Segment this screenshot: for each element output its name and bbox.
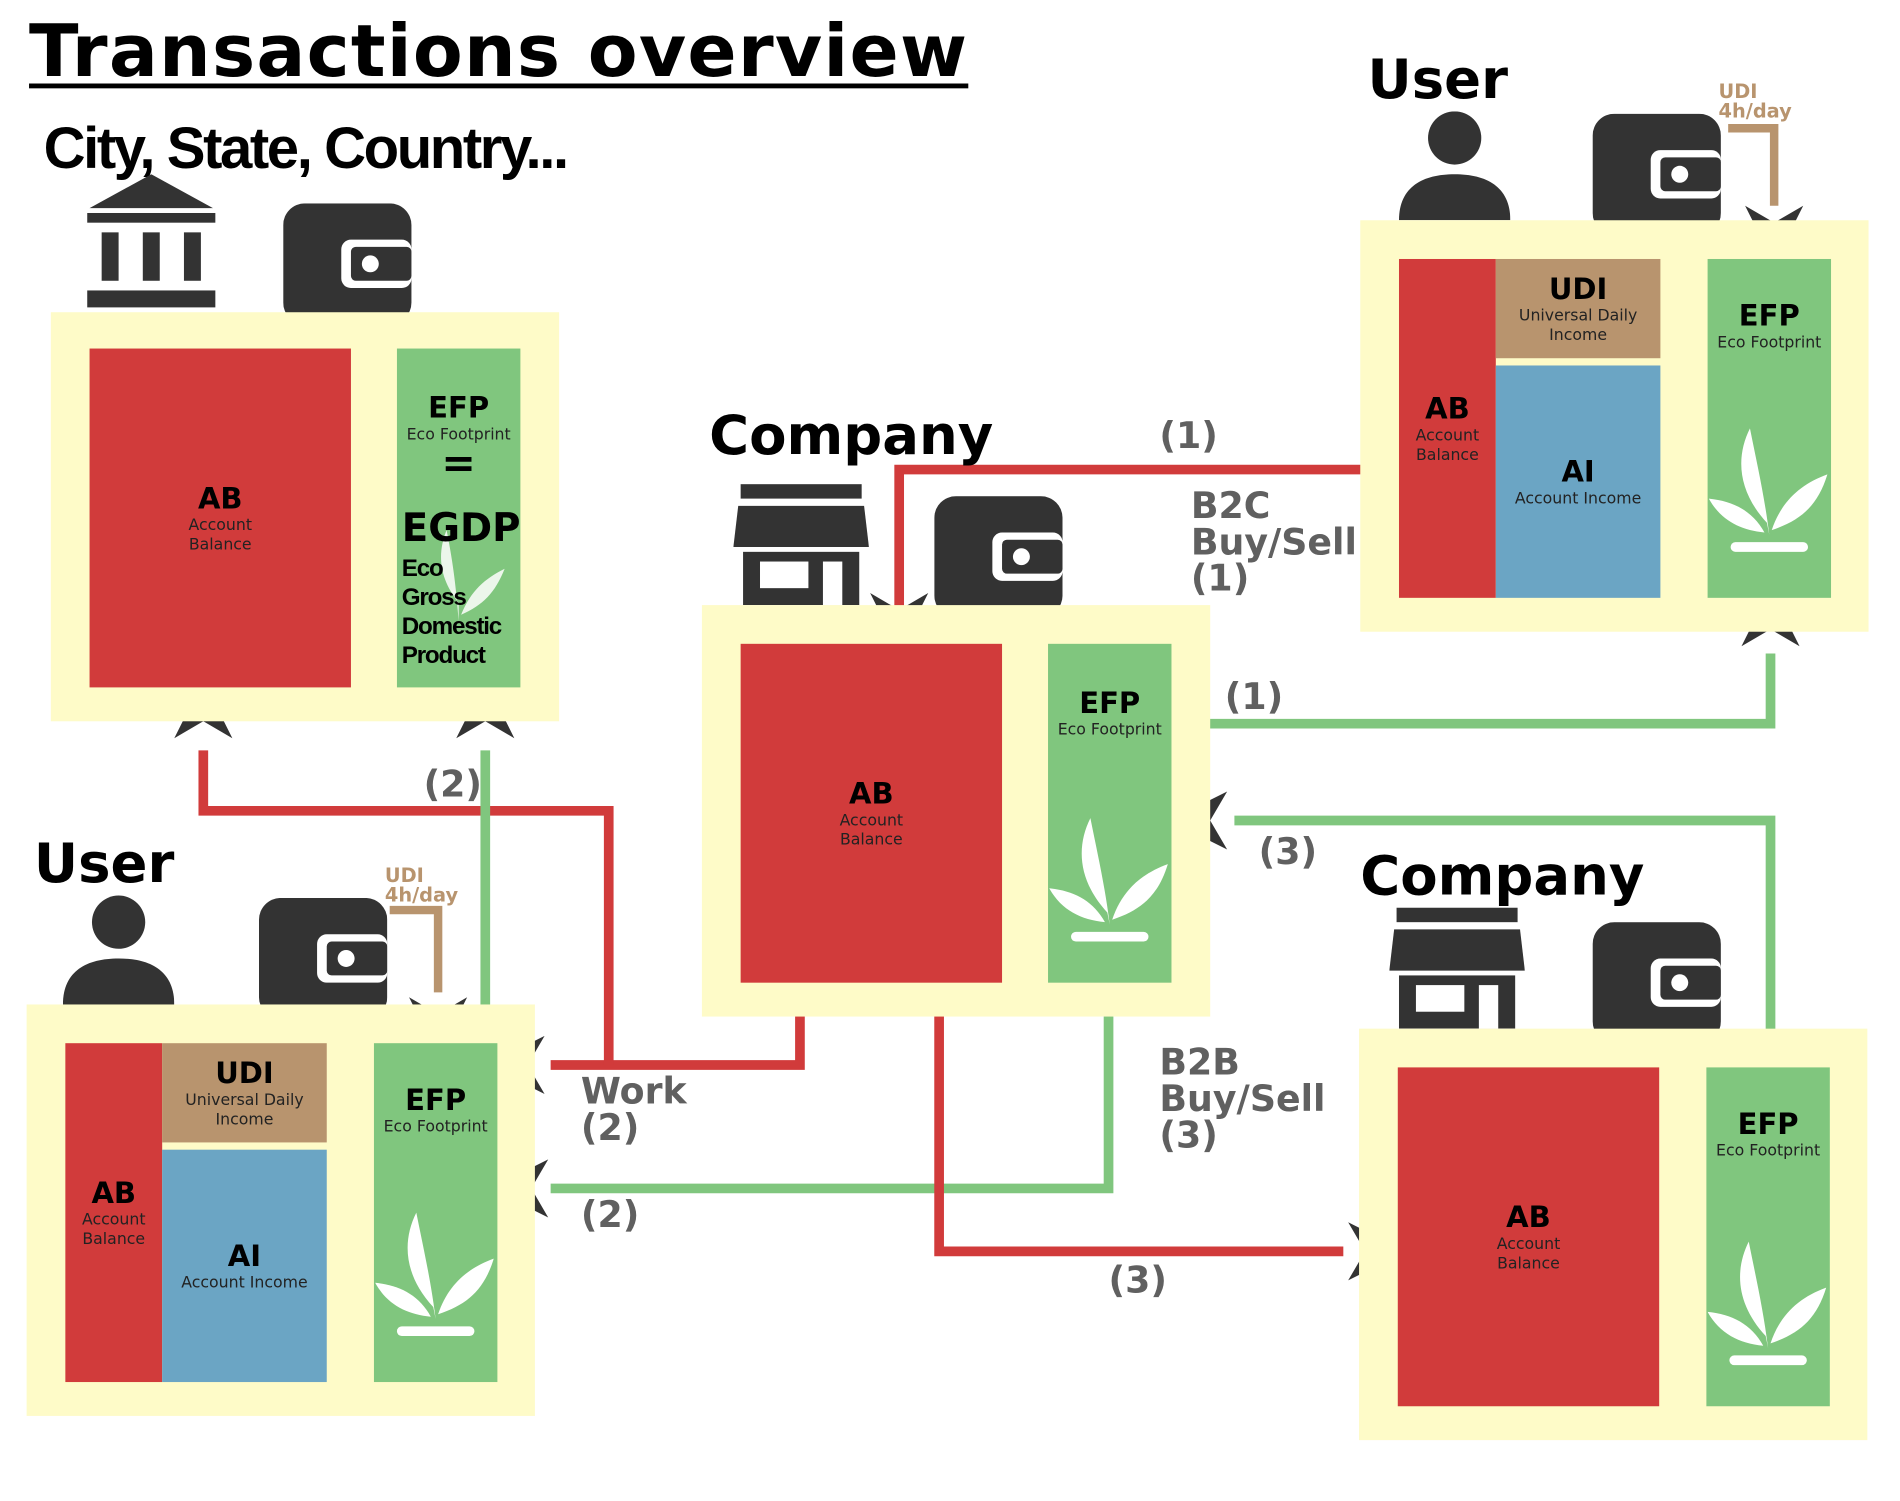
- ai-sublabel: Account Income: [181, 1274, 308, 1293]
- plant-icon: [1049, 818, 1168, 942]
- flow-label-b2b-efp: (3): [1258, 831, 1318, 874]
- person-icon: [1398, 111, 1511, 225]
- user-bottom-efp-box: EFP Eco Footprint: [373, 1043, 498, 1383]
- efp-label: EFP: [1079, 686, 1141, 721]
- government-heading: City, State, Country...: [43, 117, 570, 182]
- ai-sublabel: Account Income: [1514, 490, 1642, 509]
- egdp-expansion: Eco Gross Domestic Product: [401, 554, 502, 670]
- wallet-icon: [258, 897, 388, 1024]
- udi-sublabel: Universal Daily Income: [185, 1091, 304, 1130]
- government-efp-box: EFP Eco Footprint = EGDP Eco Gross Domes…: [396, 348, 521, 688]
- efp-to-user-line: [1171, 653, 1776, 729]
- user-top-efp-box: EFP Eco Footprint: [1707, 258, 1832, 598]
- bank-icon: [87, 174, 216, 317]
- user-top-udi-box: UDI Universal Daily Income: [1495, 258, 1661, 359]
- company-center-efp-box: EFP Eco Footprint: [1048, 643, 1172, 983]
- plant-icon: [1708, 428, 1828, 552]
- egdp-word: Product: [401, 642, 486, 670]
- efp-to-worker-line: [550, 982, 1114, 1194]
- efp-label: EFP: [1738, 298, 1800, 333]
- egdp-word: Eco: [401, 555, 444, 583]
- ab-label: AB: [1425, 392, 1470, 426]
- store-icon: [1389, 907, 1525, 1034]
- plant-icon: [1707, 1241, 1827, 1366]
- flow-label-b2c: B2C Buy/Sell (1): [1190, 485, 1357, 601]
- efp-sublabel: Eco Footprint: [383, 1118, 488, 1137]
- efp-sublabel: Eco Footprint: [1057, 721, 1162, 740]
- ai-label: AI: [1561, 455, 1595, 489]
- company-center-heading: Company: [709, 402, 994, 468]
- efp-sublabel: Eco Footprint: [1717, 334, 1822, 353]
- store-icon: [733, 484, 869, 610]
- udi-label: UDI: [1548, 272, 1608, 307]
- plant-icon: [441, 530, 505, 621]
- efp-label: EFP: [1737, 1107, 1799, 1142]
- ai-label: AI: [227, 1239, 262, 1274]
- ab-sublabel: Account Balance: [1415, 427, 1480, 465]
- b2b-efp-line: [1234, 815, 1776, 1068]
- company-right-efp-box: EFP Eco Footprint: [1706, 1067, 1830, 1407]
- equals-sign: =: [441, 439, 476, 488]
- flow-label-efp-to-user: (1): [1224, 676, 1284, 719]
- udi-sublabel: Universal Daily Income: [1518, 307, 1638, 345]
- wallet-icon: [283, 203, 412, 329]
- user-top-ab-box: AB Account Balance: [1398, 258, 1496, 598]
- user-bottom-ab-box: AB Account Balance: [65, 1043, 163, 1383]
- flow-label-b2c-step: (1): [1159, 415, 1218, 458]
- user-top-ai-box: AI Account Income: [1495, 365, 1661, 598]
- user-bottom-heading: User: [33, 831, 175, 896]
- user-bottom-udi-box: UDI Universal Daily Income: [162, 1043, 327, 1143]
- efp-label: EFP: [428, 390, 490, 425]
- ab-label: AB: [1506, 1200, 1551, 1235]
- egdp-label: EGDP: [401, 504, 521, 551]
- flow-label-b2b: B2B Buy/Sell (3): [1159, 1041, 1326, 1157]
- ab-sublabel: Account Balance: [1496, 1235, 1561, 1274]
- flow-label-b2b-money: (3): [1108, 1259, 1167, 1303]
- ab-sublabel: Account Balance: [81, 1211, 146, 1249]
- user-top-heading: User: [1367, 47, 1508, 112]
- wallet-icon: [934, 496, 1063, 622]
- flow-label-gov-step: (2): [423, 763, 483, 806]
- plant-icon: [375, 1212, 494, 1337]
- ab-label: AB: [91, 1176, 137, 1211]
- ab-label: AB: [849, 776, 894, 811]
- udi-inflow-note: UDI 4h/day: [384, 864, 459, 907]
- efp-label: EFP: [405, 1083, 467, 1118]
- b2c-money-line: [894, 464, 1402, 630]
- person-icon: [62, 895, 175, 1010]
- wallet-icon: [1592, 113, 1721, 240]
- ab-sublabel: Account Balance: [839, 812, 904, 850]
- efp-sublabel: Eco Footprint: [406, 425, 511, 445]
- egdp-word: Gross: [401, 584, 467, 612]
- egdp-word: Domestic: [401, 613, 502, 641]
- efp-sublabel: Eco Footprint: [1716, 1142, 1821, 1161]
- udi-inflow-bottom: [389, 905, 443, 993]
- company-center-ab-box: AB Account Balance: [740, 643, 1003, 983]
- company-right-heading: Company: [1360, 843, 1645, 908]
- page-title: Transactions overview: [29, 9, 969, 95]
- government-ab-box: AB Account Balance: [89, 348, 351, 688]
- company-right-ab-box: AB Account Balance: [1397, 1067, 1660, 1407]
- flow-label-efp-to-worker: (2): [580, 1194, 640, 1237]
- ab-sublabel: Account Balance: [188, 516, 253, 555]
- b2b-money-line: [934, 982, 1344, 1257]
- udi-inflow-top: [1728, 124, 1779, 206]
- flow-label-work: Work (2): [580, 1071, 687, 1150]
- udi-inflow-note: UDI 4h/day: [1718, 79, 1792, 123]
- ab-label: AB: [197, 481, 243, 516]
- wallet-icon: [1592, 922, 1721, 1048]
- udi-label: UDI: [215, 1056, 274, 1091]
- user-bottom-ai-box: AI Account Income: [162, 1149, 327, 1383]
- tax-money-line: [198, 750, 614, 1065]
